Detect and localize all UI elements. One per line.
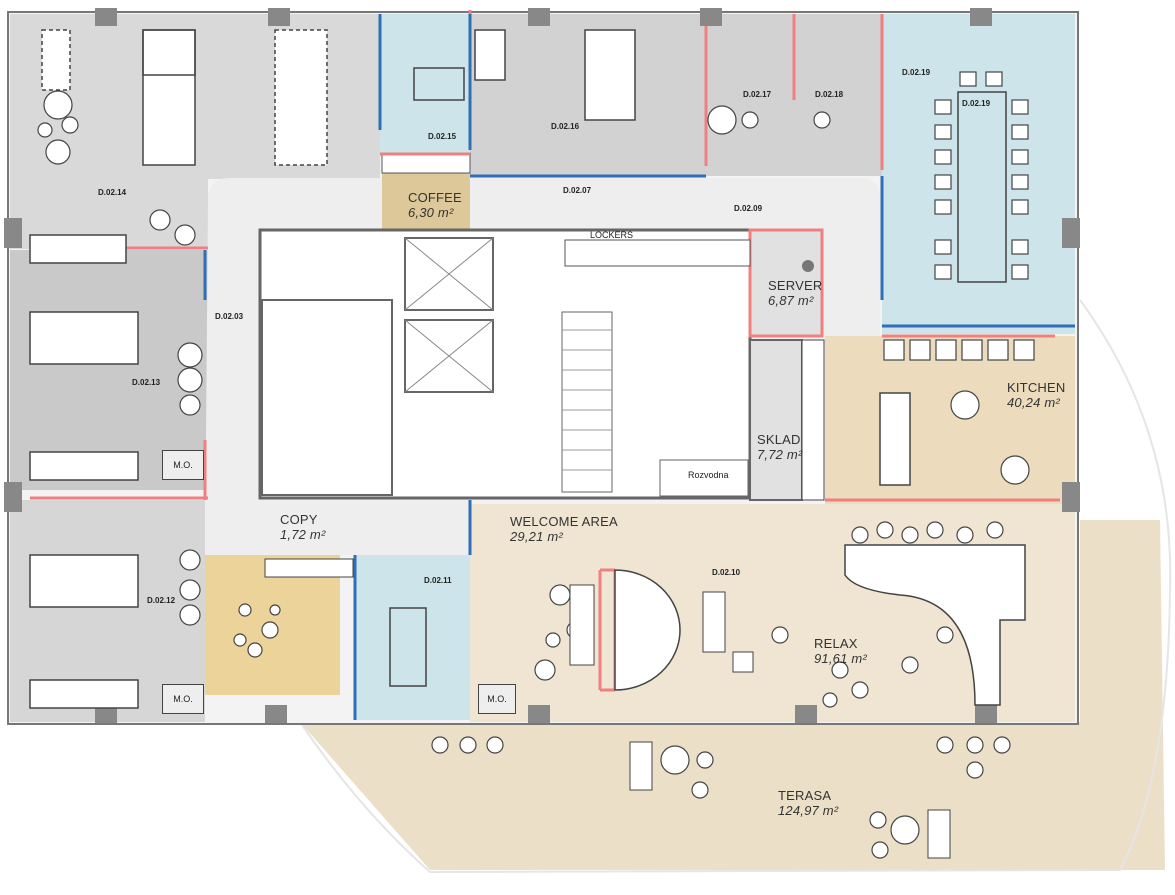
code-d0218: D.02.18 xyxy=(815,90,844,99)
room-name-terasa: TERASA xyxy=(778,788,832,803)
mo-box-2: M.O. xyxy=(162,684,204,714)
room-area-relax: 91,61 m² xyxy=(814,651,867,666)
code-d0210: D.02.10 xyxy=(712,568,741,577)
rozvodna-room xyxy=(659,459,749,497)
lockers xyxy=(564,239,751,267)
room-area-terasa: 124,97 m² xyxy=(778,803,839,818)
room-name-welcome: WELCOME AREA xyxy=(510,514,618,529)
room-area-sklad: 7,72 m² xyxy=(757,447,803,462)
relax-pouf xyxy=(732,651,754,673)
relax-curved-counter xyxy=(844,544,1026,706)
code-d0212: D.02.12 xyxy=(147,596,176,605)
terrace-outline xyxy=(299,299,1172,874)
code-d0214: D.02.14 xyxy=(98,188,127,197)
kitchen-counter-column xyxy=(801,339,825,501)
code-d0216: D.02.16 xyxy=(551,122,580,131)
table-d0219 xyxy=(957,91,1007,283)
code-d0211: D.02.11 xyxy=(424,576,452,585)
relax-sofa xyxy=(569,584,595,666)
rozvodna-label: Rozvodna xyxy=(688,470,729,480)
mo-box-3: M.O. xyxy=(478,684,516,714)
server-room xyxy=(748,228,824,338)
server-mark xyxy=(802,260,814,272)
code-d0213: D.02.13 xyxy=(132,378,161,387)
lockers-label: LOCKERS xyxy=(590,230,634,240)
code-d0203: D.02.03 xyxy=(215,312,244,321)
relax-bench xyxy=(702,591,726,653)
sklad-room xyxy=(749,339,803,501)
room-area-server: 6,87 m² xyxy=(768,293,814,308)
code-d0215: D.02.15 xyxy=(428,132,457,141)
room-name-server: SERVER xyxy=(768,278,823,293)
code-d0209: D.02.09 xyxy=(734,204,763,213)
room-area-coffee: 6,30 m² xyxy=(408,205,454,220)
room-area-welcome: 29,21 m² xyxy=(510,529,563,544)
office-d0217 xyxy=(706,14,794,176)
room-name-copy: COPY xyxy=(280,512,318,527)
kitchen-island xyxy=(879,392,911,486)
toilet-block xyxy=(261,299,393,496)
relax-round-sofa xyxy=(614,569,681,691)
coffee-counter xyxy=(381,152,471,174)
terrace-sofa xyxy=(629,741,653,791)
stair xyxy=(561,311,613,493)
room-area-kitchen: 40,24 m² xyxy=(1007,395,1060,410)
copy-counter xyxy=(264,558,354,578)
room-name-relax: RELAX xyxy=(814,636,858,651)
table-d0211 xyxy=(389,607,427,687)
code-d0219-top: D.02.19 xyxy=(902,68,931,77)
room-name-kitchen: KITCHEN xyxy=(1007,380,1066,395)
office-d0218 xyxy=(794,14,882,176)
room-name-sklad: SKLAD xyxy=(757,432,801,447)
mo-box-1: M.O. xyxy=(162,450,204,480)
terrace-area xyxy=(300,520,1165,870)
code-d0217: D.02.17 xyxy=(743,90,772,99)
code-d0207: D.02.07 xyxy=(563,186,592,195)
room-area-copy: 1,72 m² xyxy=(280,527,326,542)
coffee-room xyxy=(382,172,470,230)
terrace-sofa-2 xyxy=(927,809,951,859)
room-name-coffee: COFFEE xyxy=(408,190,462,205)
kitchen-area xyxy=(825,336,1075,504)
table-d0215 xyxy=(413,67,465,101)
code-d0219-table: D.02.19 xyxy=(962,99,991,108)
